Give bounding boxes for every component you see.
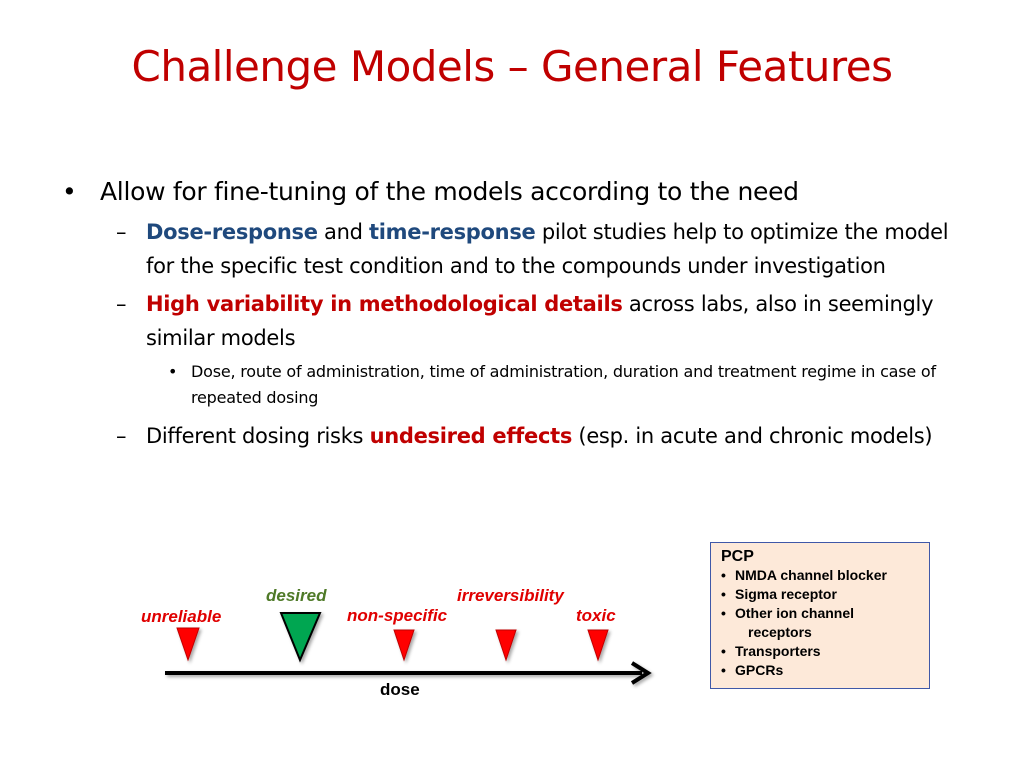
sub-bullet-dose-response: –Dose-response and time-response pilot s… bbox=[58, 215, 958, 283]
emphasis-time-response: time-response bbox=[369, 220, 536, 244]
emphasis-variability: High variability in methodological detai… bbox=[146, 292, 623, 316]
bullet-fine-tuning: Allow for fine-tuning of the models acco… bbox=[58, 175, 958, 209]
pcp-item-nmda: NMDA channel blocker bbox=[721, 566, 919, 585]
text-esp-models: (esp. in acute and chronic models) bbox=[572, 424, 933, 448]
text-pilot-studies: pilot studies help to optimize the model… bbox=[146, 220, 949, 278]
sub-sub-bullet-dose-details: Dose, route of administration, time of a… bbox=[58, 359, 958, 411]
label-desired: desired bbox=[266, 586, 327, 605]
dash-marker: – bbox=[116, 292, 127, 316]
marker-toxic bbox=[587, 629, 609, 662]
text-across-labs: across labs, also in seemingly similar m… bbox=[146, 292, 934, 350]
label-irreversibility: irreversibility bbox=[457, 586, 564, 605]
pcp-item-sigma: Sigma receptor bbox=[721, 585, 919, 604]
bullet-text: Allow for fine-tuning of the models acco… bbox=[100, 177, 799, 206]
emphasis-undesired-effects: undesired effects bbox=[369, 424, 573, 448]
marker-non-specific bbox=[393, 629, 415, 662]
sub-bullet-variability: –High variability in methodological deta… bbox=[58, 287, 958, 355]
label-unreliable: unreliable bbox=[141, 607, 222, 626]
dash-marker: – bbox=[116, 220, 127, 244]
dash-marker: – bbox=[116, 424, 127, 448]
pcp-item-ion-channel: Other ion channel bbox=[721, 604, 919, 623]
text-different-dosing: Different dosing risks bbox=[146, 424, 370, 448]
pcp-item-ion-channel-cont: receptors bbox=[748, 624, 812, 640]
marker-desired bbox=[279, 612, 322, 663]
pcp-info-box: PCP NMDA channel blocker Sigma receptor … bbox=[710, 542, 930, 689]
marker-irreversibility bbox=[495, 629, 517, 662]
sub-bullet-undesired-effects: –Different dosing risks undesired effect… bbox=[58, 419, 958, 453]
slide-title: Challenge Models – General Features bbox=[131, 42, 893, 91]
text-and: and bbox=[317, 220, 370, 244]
emphasis-dose-response: Dose-response bbox=[146, 220, 318, 244]
pcp-title: PCP bbox=[721, 548, 754, 565]
slide-content: Allow for fine-tuning of the models acco… bbox=[58, 175, 958, 457]
pcp-item-gpcrs: GPCRs bbox=[721, 661, 919, 680]
dose-axis-label: dose bbox=[380, 680, 420, 699]
marker-unreliable bbox=[176, 627, 200, 662]
label-toxic: toxic bbox=[576, 606, 616, 625]
pcp-item-transporters: Transporters bbox=[721, 642, 919, 661]
label-non-specific: non-specific bbox=[347, 606, 448, 625]
